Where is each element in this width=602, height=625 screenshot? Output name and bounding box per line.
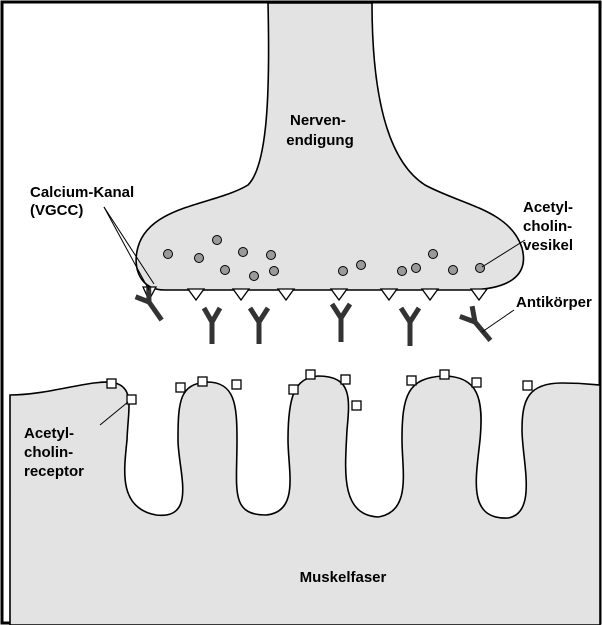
ach-receptor xyxy=(341,375,350,384)
vesicle xyxy=(213,236,222,245)
vesicle xyxy=(429,250,438,259)
muscle-fiber xyxy=(10,376,600,625)
vesicle xyxy=(267,251,276,260)
calcium-channel-label-line: Calcium-Kanal xyxy=(30,184,134,201)
ach-receptor-label-line: cholin- xyxy=(24,444,73,461)
calcium-channel xyxy=(331,289,347,300)
ach-receptor xyxy=(352,401,361,410)
ach-vesicle-label-line: Acetyl- xyxy=(523,199,573,216)
vesicle xyxy=(357,261,366,270)
calcium-channel xyxy=(233,289,249,300)
calcium-channel xyxy=(381,289,397,300)
ach-vesicle-label-line: vesikel xyxy=(523,237,573,254)
vesicle xyxy=(339,267,348,276)
ach-receptor xyxy=(440,370,449,379)
ach-vesicle-label: Acetyl- cholin- vesikel xyxy=(523,199,577,254)
vesicle xyxy=(398,267,407,276)
calcium-channel xyxy=(471,289,487,300)
calcium-channel xyxy=(278,289,294,300)
ach-receptor xyxy=(176,383,185,392)
vesicle xyxy=(239,248,248,257)
vesicle xyxy=(250,272,259,281)
calcium-channel xyxy=(188,289,204,300)
ach-receptor xyxy=(107,379,116,388)
antibody-label: Antikörper xyxy=(516,294,592,311)
nerve-ending-label-line: Nerven- xyxy=(290,112,346,129)
ach-vesicle-label-line: cholin- xyxy=(523,218,572,235)
nerve-ending-label-line: endigung xyxy=(286,132,354,149)
vesicle xyxy=(476,264,485,273)
calcium-channel-label-line: (VGCC) xyxy=(30,202,83,219)
ach-receptor xyxy=(127,395,136,404)
ach-receptor xyxy=(523,381,532,390)
ach-receptor xyxy=(306,370,315,379)
ach-receptor xyxy=(472,378,481,387)
antibody xyxy=(401,308,419,346)
muscle-fiber-label: Muskelfaser xyxy=(300,569,387,586)
calcium-channel-label: Calcium-Kanal (VGCC) xyxy=(30,184,138,219)
ach-receptor-label-line: Acetyl- xyxy=(24,425,74,442)
vesicle xyxy=(195,254,204,263)
antibody xyxy=(204,308,220,344)
ach-receptor-label: Acetyl- cholin- receptor xyxy=(24,425,84,480)
antibody xyxy=(250,308,268,344)
vesicle xyxy=(449,266,458,275)
antibody-leader xyxy=(482,310,514,332)
vesicle xyxy=(164,250,173,259)
antibodies xyxy=(136,288,497,346)
ach-receptor xyxy=(407,376,416,385)
vesicle xyxy=(221,266,230,275)
ach-receptor xyxy=(232,380,241,389)
ach-receptor xyxy=(198,377,207,386)
ach-receptor-label-line: receptor xyxy=(24,463,84,480)
calcium-channel xyxy=(422,289,438,300)
vesicle xyxy=(412,264,421,273)
vesicle xyxy=(270,267,279,276)
ach-receptor xyxy=(289,385,298,394)
antibody xyxy=(332,304,350,342)
